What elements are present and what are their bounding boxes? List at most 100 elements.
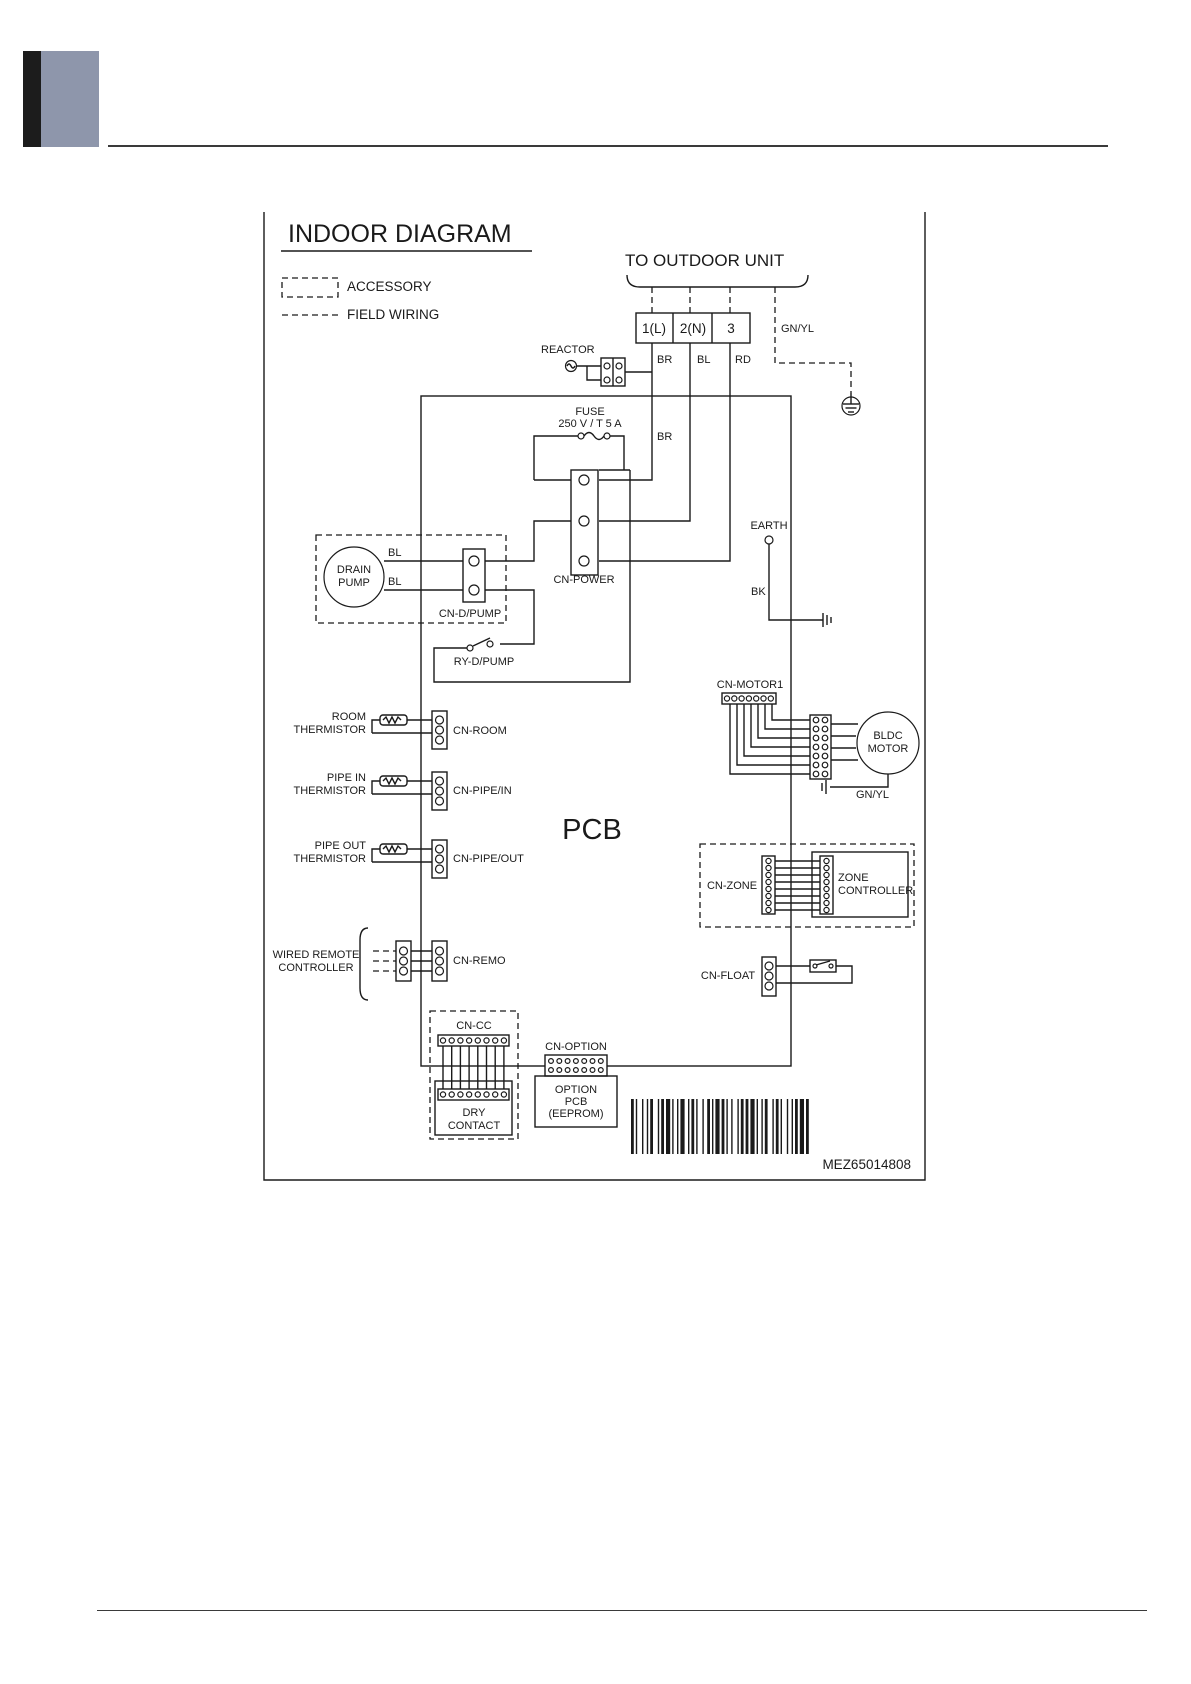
wire-color-rd: RD xyxy=(735,354,751,366)
reactor-icon xyxy=(564,359,578,373)
connector-pin xyxy=(765,885,772,893)
wire-color-br: BR xyxy=(657,354,672,366)
thermistor-zigzag xyxy=(382,844,402,854)
outdoor-unit-label: TO OUTDOOR UNIT xyxy=(625,251,784,270)
cn-d-pump-connector xyxy=(462,548,486,603)
cn-cc-pins xyxy=(439,1037,508,1098)
zone-accessory-box xyxy=(699,843,915,928)
connector-pin xyxy=(564,1066,571,1073)
drain-pump-line1: DRAIN xyxy=(337,564,371,576)
connector-pin xyxy=(500,1091,508,1098)
barcode-bar xyxy=(707,1099,710,1154)
barcode-bar xyxy=(740,1099,744,1154)
connector-pin xyxy=(492,1037,499,1044)
connector-pin xyxy=(589,1057,596,1064)
cn-power-pin-1 xyxy=(578,474,590,486)
reactor-pin-2 xyxy=(615,362,623,370)
barcode-bar xyxy=(631,1099,634,1154)
motor-wire-1 xyxy=(771,704,810,721)
pcb-label: PCB xyxy=(562,814,622,846)
diagram-title: INDOOR DIAGRAM xyxy=(288,220,512,248)
fuse-icon xyxy=(577,431,611,441)
connector-pin xyxy=(731,695,738,702)
cn-float-pin-3 xyxy=(764,981,774,991)
cn-float-pin-2 xyxy=(764,971,774,981)
connector-pin xyxy=(457,1091,464,1098)
cn-float-pin-1 xyxy=(764,961,774,971)
connector-pin xyxy=(812,761,820,769)
earth-terminal xyxy=(764,535,774,545)
wired-remote-brace xyxy=(359,927,369,1001)
pipe-out-wires xyxy=(372,848,432,863)
cn-float-label: CN-FLOAT xyxy=(701,970,755,982)
connector-pin xyxy=(439,1037,447,1044)
motor-leads xyxy=(831,723,858,761)
motor-wire-3 xyxy=(757,704,810,739)
wire-color-gnyl-motor: GN/YL xyxy=(856,789,889,801)
connector-pin xyxy=(812,752,820,760)
connector-pin xyxy=(564,1057,571,1064)
reactor-pin-4 xyxy=(615,376,623,384)
pipe-out-line1: PIPE OUT xyxy=(315,840,367,852)
connector-pin xyxy=(465,1037,473,1044)
cn-remo-label: CN-REMO xyxy=(453,955,506,967)
zone-controller-line1: ZONE xyxy=(838,872,869,884)
terminal-block xyxy=(635,312,751,344)
connector-pin xyxy=(823,864,830,872)
remote-wires xyxy=(411,950,432,972)
barcode-bar xyxy=(750,1099,755,1154)
fuse-rating: 250 V / T 5 A xyxy=(558,418,622,430)
connector-pin xyxy=(745,695,753,702)
connector-pin xyxy=(448,1091,455,1098)
motor-wire-7 xyxy=(729,704,810,775)
barcode-bar xyxy=(791,1099,793,1154)
connector-pin xyxy=(765,871,772,879)
footer-rule xyxy=(97,1610,1147,1611)
ground-symbol-icon xyxy=(841,393,861,416)
cn-pipe-out-pin-1 xyxy=(434,844,445,854)
float-switch-wires xyxy=(776,965,853,984)
barcode-bar xyxy=(772,1099,774,1154)
connector-pin xyxy=(483,1091,490,1098)
reactor-pin-1 xyxy=(603,362,611,370)
barcode-bar xyxy=(721,1099,725,1154)
cn-motor1-pins xyxy=(723,695,775,702)
connector-pin xyxy=(812,743,820,751)
barcode-bar xyxy=(642,1099,644,1154)
pipe-out-lead xyxy=(371,848,380,862)
cn-pipe-in-label: CN-PIPE/IN xyxy=(453,785,512,797)
connector-pin xyxy=(765,857,772,865)
cn-motor1-label: CN-MOTOR1 xyxy=(717,679,783,691)
drain-pump-icon xyxy=(323,546,385,608)
connector-pin xyxy=(753,695,760,702)
barcode-bar xyxy=(696,1099,698,1154)
cn-power-pin-3 xyxy=(578,555,590,567)
pump-wire-to-power xyxy=(485,520,571,562)
relay-loop-wire xyxy=(433,470,631,683)
earth-label: EARTH xyxy=(750,520,787,532)
connector-pin xyxy=(821,734,829,742)
motor-wire-4 xyxy=(750,704,810,748)
wired-remote: WIRED REMOTE CONTROLLER CN-REMO xyxy=(273,927,506,1001)
motor-wire-6 xyxy=(736,704,810,766)
earth-wire xyxy=(768,544,823,621)
barcode-bar xyxy=(780,1099,782,1154)
field-wire-ground xyxy=(774,287,852,393)
connector-pin xyxy=(823,885,830,893)
barcode-bar xyxy=(745,1099,749,1154)
motor-ground-icon xyxy=(821,780,827,794)
cn-room-pin-2 xyxy=(434,725,445,735)
connector-pin xyxy=(500,1037,508,1044)
barcode-bar xyxy=(657,1099,660,1154)
cn-option-label: CN-OPTION xyxy=(545,1041,607,1053)
motor-wire-5 xyxy=(743,704,810,757)
cn-pipe-in-pin-1 xyxy=(434,776,445,786)
connector-pin xyxy=(765,892,772,900)
barcode-bar xyxy=(799,1099,804,1154)
cn-room-pin-1 xyxy=(434,715,445,725)
terminal-2: 2(N) xyxy=(680,321,706,336)
cn-remo-pin-3 xyxy=(434,966,445,976)
barcode-bar xyxy=(786,1099,789,1154)
room-thermistor: ROOM THERMISTOR CN-ROOM xyxy=(293,710,507,750)
